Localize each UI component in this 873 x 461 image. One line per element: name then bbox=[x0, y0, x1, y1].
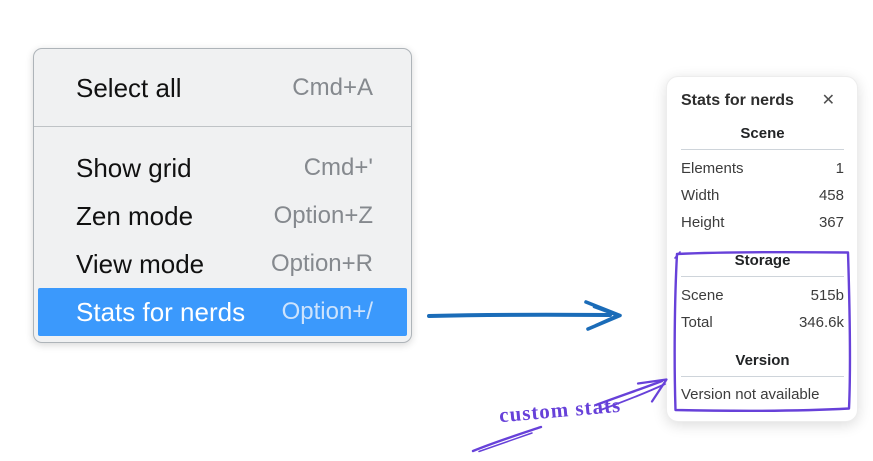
stat-row-width: Width 458 bbox=[681, 187, 844, 204]
stat-label: Width bbox=[681, 187, 720, 204]
stat-value: 346.6k bbox=[798, 314, 844, 331]
blue-arrow-head bbox=[584, 300, 622, 331]
stat-value: 367 bbox=[818, 214, 844, 231]
custom-stats-label: custom stats bbox=[498, 392, 623, 428]
section-divider bbox=[681, 276, 844, 277]
version-section-heading: Version bbox=[735, 352, 790, 369]
menu-item-stats-for-nerds[interactable]: Stats for nerds Option+/ bbox=[38, 288, 407, 336]
blue-arrow-head-second-stroke bbox=[592, 305, 619, 327]
stat-label: Total bbox=[681, 314, 713, 331]
stats-panel-header: Stats for nerds ✕ bbox=[681, 92, 844, 110]
storage-section-heading: Storage bbox=[734, 252, 791, 269]
context-menu-section-top: Select all Cmd+A bbox=[34, 49, 411, 126]
section-divider bbox=[681, 376, 844, 377]
scene-section-heading: Scene bbox=[740, 125, 785, 142]
menu-item-shortcut: Option+/ bbox=[281, 298, 373, 325]
stat-label: Elements bbox=[681, 160, 744, 177]
context-menu: Select all Cmd+A Show grid Cmd+' Zen mod… bbox=[33, 48, 412, 343]
menu-item-label: Zen mode bbox=[76, 200, 194, 231]
menu-item-zen-mode[interactable]: Zen mode Option+Z bbox=[38, 192, 407, 240]
menu-item-shortcut: Option+R bbox=[270, 250, 373, 277]
menu-item-label: Stats for nerds bbox=[76, 296, 246, 327]
blue-arrow bbox=[427, 300, 622, 331]
purple-arrow-tail bbox=[471, 425, 543, 453]
stat-value: 1 bbox=[835, 160, 844, 177]
menu-item-select-all[interactable]: Select all Cmd+A bbox=[38, 64, 407, 112]
stats-panel: Stats for nerds ✕ Scene Elements 1 Width… bbox=[666, 76, 858, 422]
stat-row-total-storage: Total 346.6k bbox=[681, 314, 844, 331]
menu-item-label: Select all bbox=[76, 72, 182, 103]
stat-value: 458 bbox=[818, 187, 844, 204]
purple-arrow-head bbox=[636, 378, 668, 403]
menu-item-shortcut: Cmd+' bbox=[303, 154, 373, 181]
menu-item-show-grid[interactable]: Show grid Cmd+' bbox=[38, 144, 407, 192]
close-icon[interactable]: ✕ bbox=[821, 92, 835, 109]
stats-panel-title: Stats for nerds bbox=[681, 92, 794, 109]
menu-item-shortcut: Option+Z bbox=[273, 202, 373, 229]
stat-value: 515b bbox=[810, 287, 844, 304]
blue-arrow-shaft bbox=[427, 312, 612, 318]
stat-row-height: Height 367 bbox=[681, 214, 844, 231]
context-menu-section-bottom: Show grid Cmd+' Zen mode Option+Z View m… bbox=[34, 126, 411, 342]
stat-row-scene-storage: Scene 515b bbox=[681, 287, 844, 304]
section-divider bbox=[681, 149, 844, 150]
stat-label: Scene bbox=[681, 287, 724, 304]
stat-label: Height bbox=[681, 214, 725, 231]
menu-item-label: View mode bbox=[76, 248, 205, 279]
stat-row-elements: Elements 1 bbox=[681, 160, 844, 177]
menu-item-label: Show grid bbox=[76, 152, 192, 183]
purple-arrow-tail-second-stroke bbox=[478, 432, 533, 453]
version-note: Version not available bbox=[681, 386, 820, 403]
menu-item-view-mode[interactable]: View mode Option+R bbox=[38, 240, 407, 288]
menu-item-shortcut: Cmd+A bbox=[292, 74, 373, 101]
